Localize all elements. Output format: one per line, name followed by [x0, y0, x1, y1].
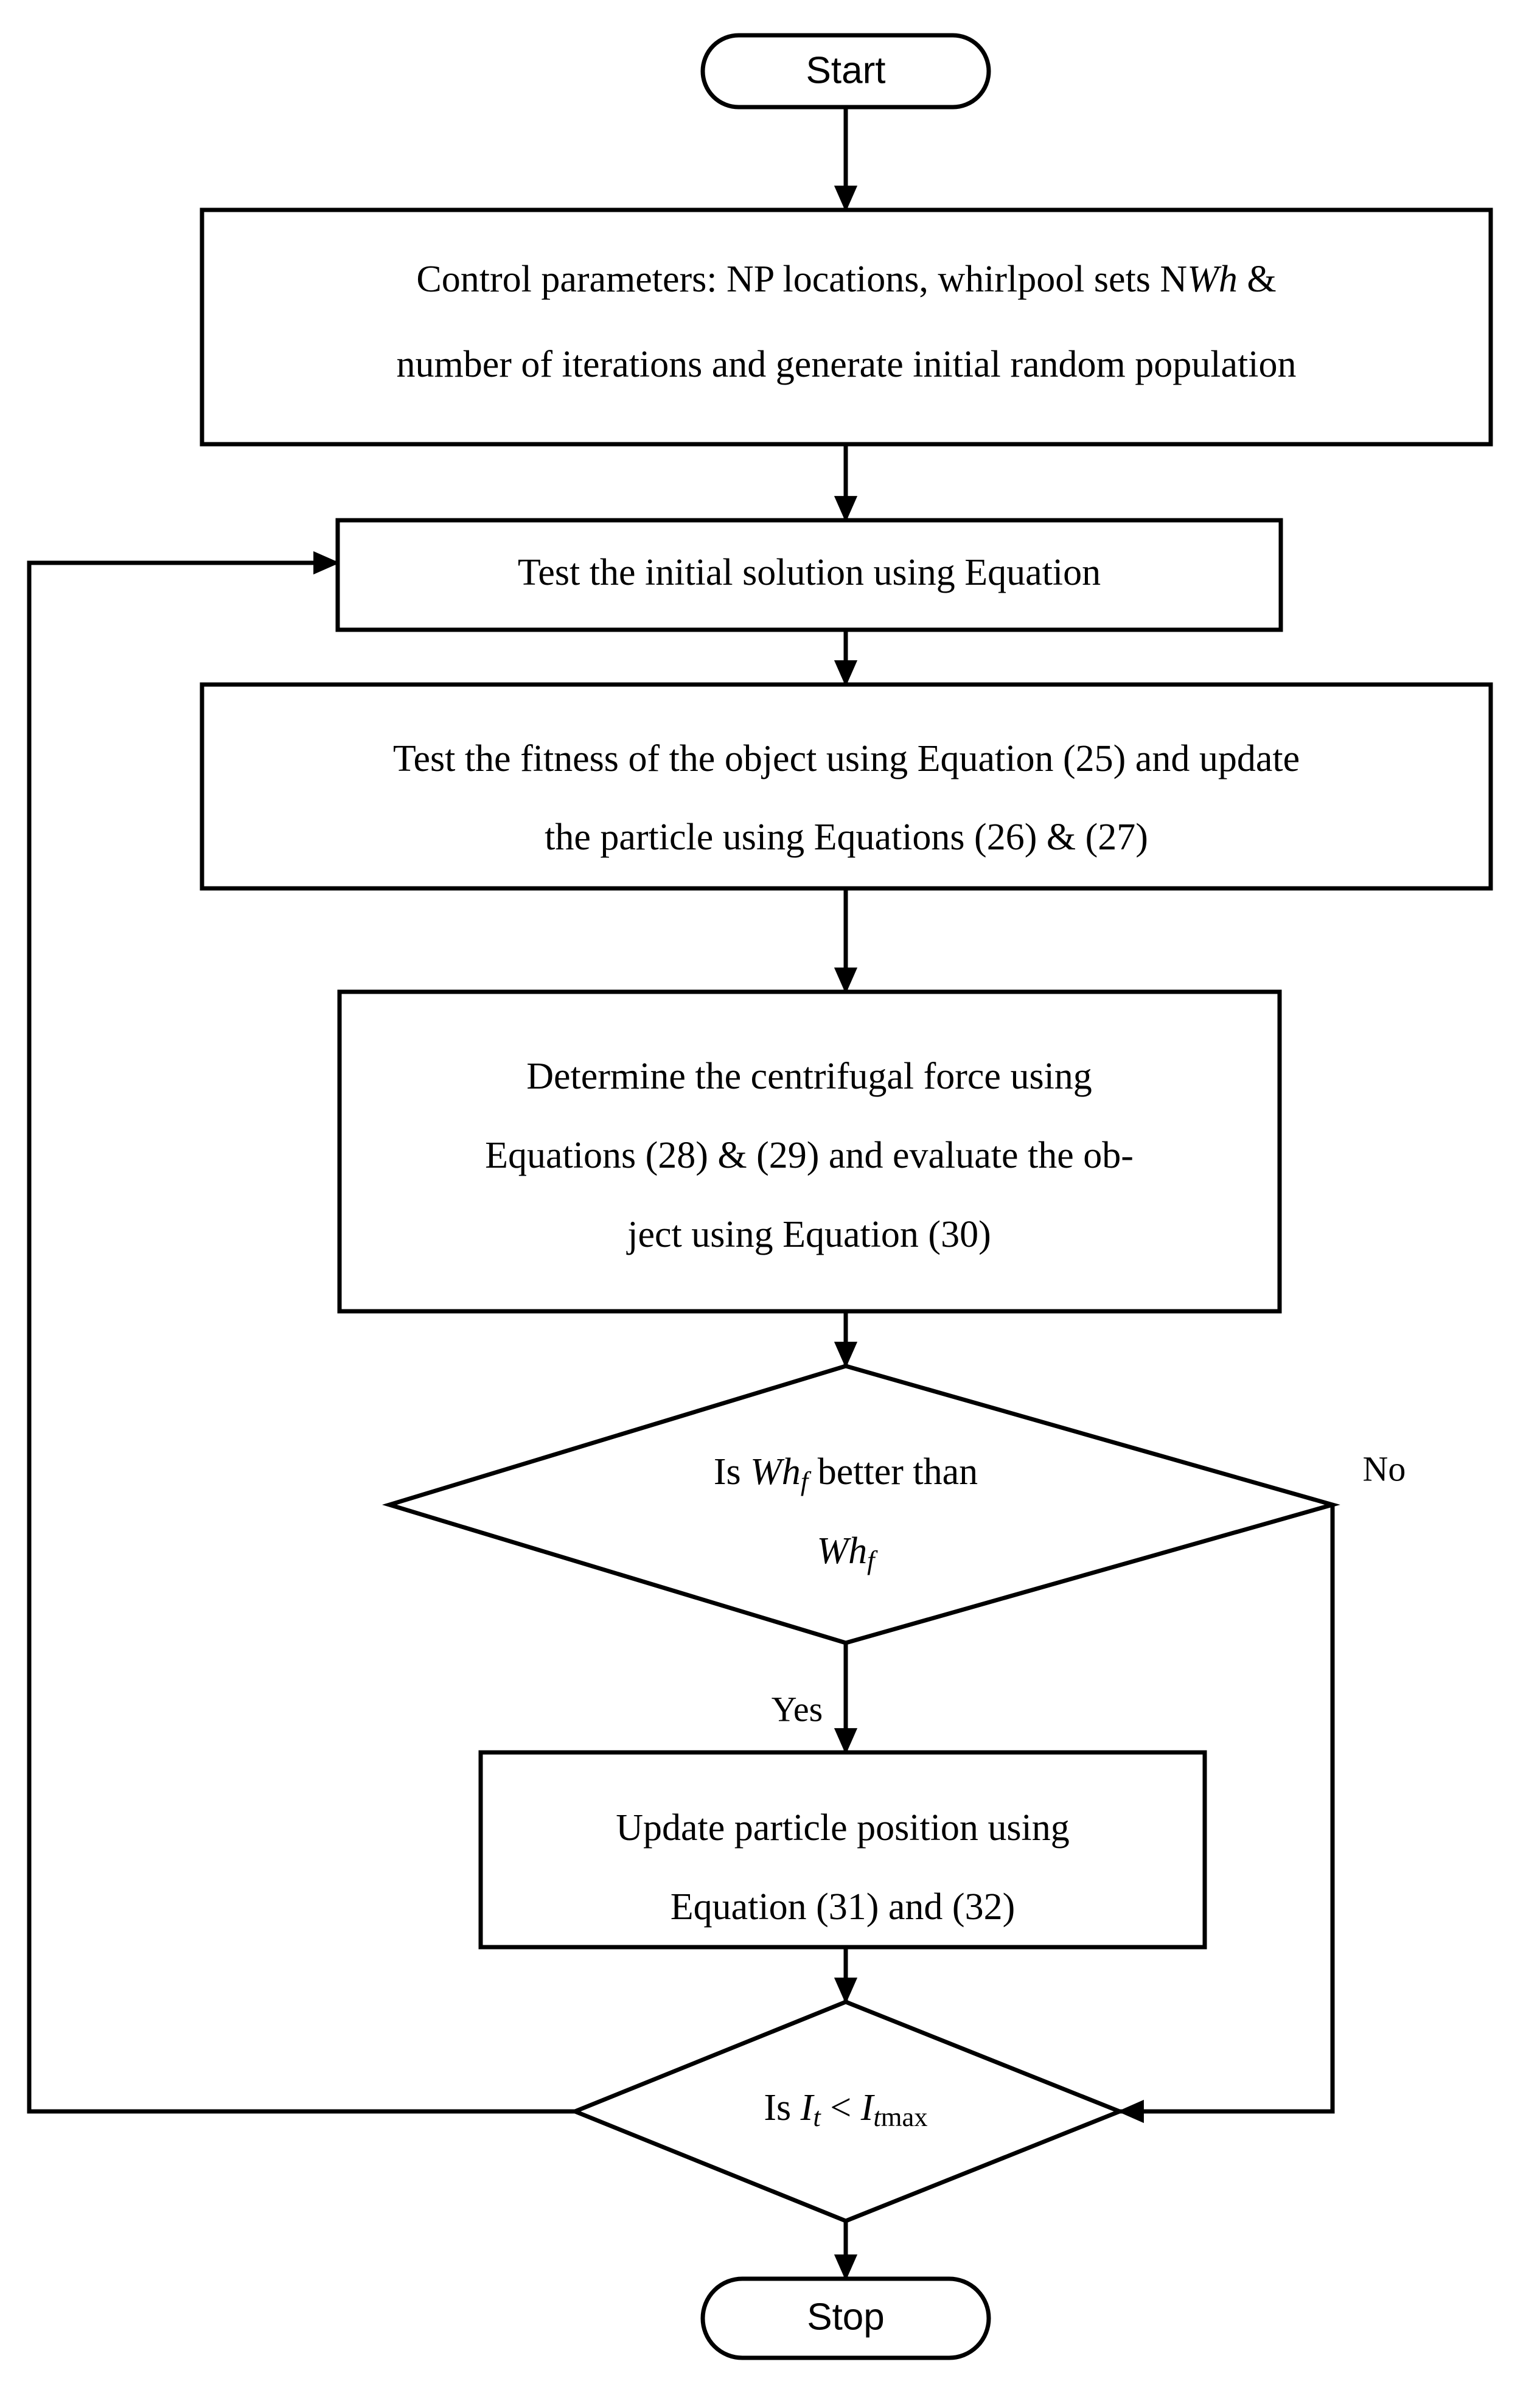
update-particle-position-shape [478, 1750, 1207, 1950]
test-initial-solution-shape [335, 518, 1283, 632]
decision-iter-prefix: Is [764, 2087, 800, 2128]
connector-decision-iter-loopback [27, 551, 575, 2114]
node-stop[interactable]: Stop [700, 2276, 991, 2360]
test-fitness-shape [200, 682, 1493, 891]
control-parameters-shape [200, 207, 1493, 447]
node-decision-iterations[interactable]: Is It < Itmax [569, 1999, 1126, 2223]
update-particle-position-line2: Equation (31) and (32) [671, 1886, 1015, 1928]
node-update-particle-position[interactable]: Update particle position using Equation … [478, 1750, 1207, 1950]
node-centrifugal-force[interactable]: Determine the centrifugal force using Eq… [337, 989, 1282, 1314]
edge-label-no: No [1363, 1449, 1406, 1488]
stop-label: Stop [807, 2296, 885, 2338]
decision-wh-var1: Wh [750, 1451, 801, 1493]
test-initial-solution-label: Test the initial solution using Equation [518, 552, 1101, 593]
connector-decision-wh-no-to-decision-iter [1117, 1505, 1335, 2124]
control-parameters-line1: Control parameters: NP locations, whirlp… [416, 259, 1276, 300]
decision-iter-sub2-italic: t [873, 2102, 882, 2132]
decision-wh-var2: Wh [817, 1530, 867, 1572]
decision-whirlpool-fitness-line1: Is Whf better than [714, 1451, 978, 1496]
decision-iter-sub1: t [813, 2102, 821, 2132]
control-parameters-line2: number of iterations and generate initia… [397, 344, 1297, 385]
test-fitness-line1: Test the fitness of the object using Equ… [393, 738, 1300, 779]
stop-shape [700, 2276, 991, 2360]
control-parameters-line1-b: Wh [1187, 259, 1238, 300]
decision-iter-operator: < [821, 2087, 861, 2128]
node-decision-whirlpool-fitness[interactable]: Is Whf better than Whf [382, 1364, 1340, 1645]
node-control-parameters[interactable]: Control parameters: NP locations, whirlp… [200, 207, 1493, 447]
edge-label-yes: Yes [772, 1689, 823, 1729]
centrifugal-force-line2: Equations (28) & (29) and evaluate the o… [485, 1135, 1134, 1176]
decision-wh-suffix: better than [808, 1451, 978, 1493]
decision-iterations-shape [569, 1999, 1126, 2223]
start-label: Start [806, 49, 886, 91]
node-start[interactable]: Start [700, 33, 991, 110]
centrifugal-force-line3: ject using Equation (30) [626, 1214, 991, 1255]
centrifugal-force-shape [337, 989, 1282, 1314]
decision-iter-var2: I [860, 2087, 876, 2128]
decision-iterations-label: Is It < Itmax [764, 2087, 927, 2132]
decision-wh-prefix: Is [714, 1451, 750, 1493]
decision-iter-sub2-upright: max [881, 2102, 928, 2132]
control-parameters-line1-a: Control parameters: NP locations, whirlp… [416, 259, 1187, 300]
decision-iter-var1: I [800, 2087, 815, 2128]
test-fitness-line2: the particle using Equations (26) & (27) [545, 817, 1148, 858]
control-parameters-line1-c: & [1238, 259, 1277, 300]
decision-whirlpool-fitness-shape [382, 1364, 1340, 1645]
start-shape [700, 33, 991, 110]
node-test-fitness[interactable]: Test the fitness of the object using Equ… [200, 682, 1493, 891]
centrifugal-force-line1: Determine the centrifugal force using [526, 1056, 1092, 1097]
node-test-initial-solution[interactable]: Test the initial solution using Equation [335, 518, 1283, 632]
update-particle-position-line1: Update particle position using [616, 1807, 1070, 1849]
